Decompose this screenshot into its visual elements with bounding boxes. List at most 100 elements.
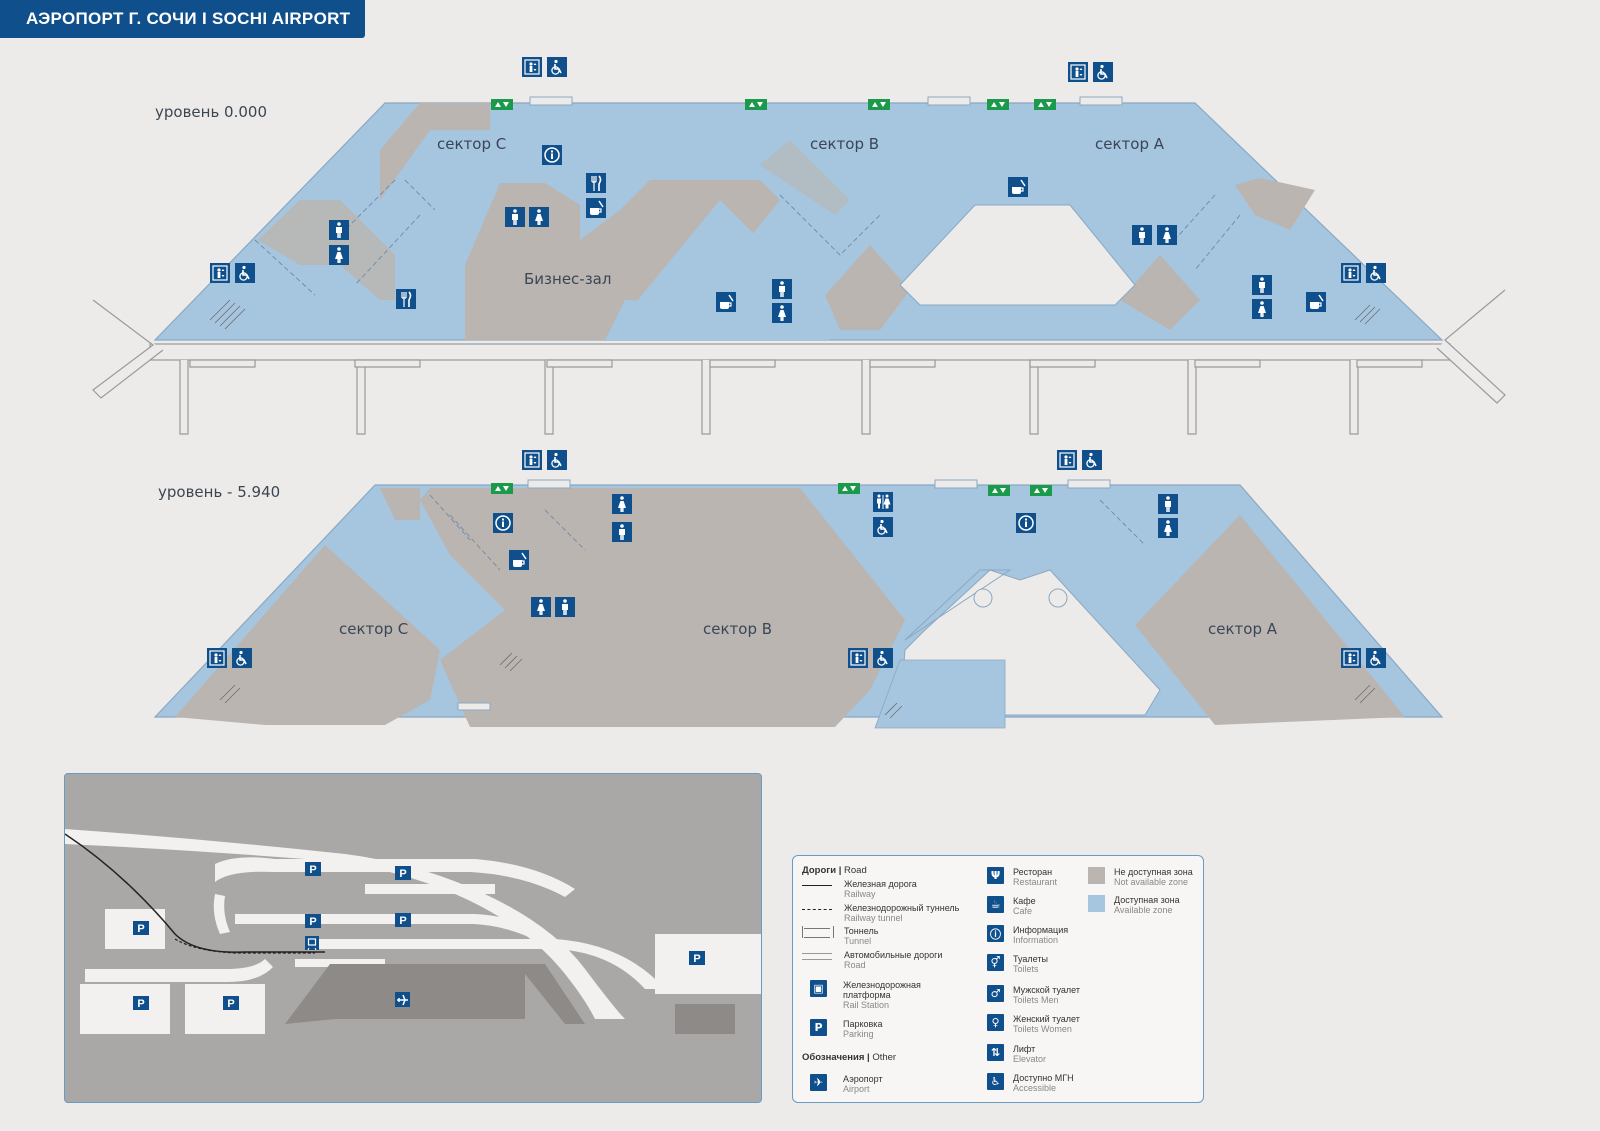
cafe-icon[interactable] xyxy=(508,549,530,571)
toilet-men-icon[interactable] xyxy=(612,522,632,542)
accessible-icon[interactable] xyxy=(1365,647,1387,669)
accessible-icon[interactable] xyxy=(231,647,253,669)
svg-text:P: P xyxy=(693,953,700,965)
lower-sector-b-area xyxy=(420,488,905,727)
cafe-icon[interactable] xyxy=(1305,291,1327,313)
upper-level-plan: сектор С сектор В сектор А Бизнес-зал xyxy=(92,56,1506,435)
lower-sector-b: сектор В xyxy=(703,620,772,638)
accessible-icon[interactable] xyxy=(546,56,568,78)
cafe-icon[interactable] xyxy=(1007,176,1029,198)
toilet-men-icon[interactable] xyxy=(329,220,349,240)
restaurant-icon[interactable] xyxy=(585,172,607,194)
toilet-women-icon[interactable] xyxy=(1158,518,1178,538)
toilet-women-icon[interactable] xyxy=(329,245,349,265)
available-swatch xyxy=(1088,895,1105,912)
exit-sign-icon xyxy=(838,483,860,494)
toilet-men-icon[interactable] xyxy=(1252,275,1272,295)
toilet-men-icon[interactable] xyxy=(555,597,575,617)
toilet-women-icon[interactable] xyxy=(529,207,549,227)
elevator-icon[interactable] xyxy=(847,647,869,669)
parking-icon: P xyxy=(395,866,411,880)
legend-other-heading: Обозначения | Other xyxy=(802,1052,897,1063)
svg-text:P: P xyxy=(227,998,234,1010)
exit-sign-icon xyxy=(491,483,513,494)
toilet-women-icon[interactable] xyxy=(612,494,632,514)
floor-plans: сектор С сектор В сектор А Бизнес-зал xyxy=(92,56,1506,729)
exit-sign-icon xyxy=(868,99,890,110)
rail-station-icon: ▣ xyxy=(810,980,827,997)
toilet-men-icon[interactable] xyxy=(1158,494,1178,514)
parking-icons: P P P P P P P P xyxy=(133,862,705,1010)
info-icon[interactable] xyxy=(1015,512,1037,534)
parking-icon: P xyxy=(133,996,149,1010)
lower-sector-a-area xyxy=(1135,515,1405,725)
location-map[interactable]: P P P P P P P P xyxy=(64,773,762,1103)
accessible-icon[interactable] xyxy=(1092,61,1114,83)
svg-text:P: P xyxy=(137,923,144,935)
toilet-women-icon[interactable] xyxy=(1157,225,1177,245)
toilet-women-icon: ♀ xyxy=(987,1014,1004,1031)
svg-text:P: P xyxy=(309,864,316,876)
elevator-icon[interactable] xyxy=(209,262,231,284)
toilet-women-icon[interactable] xyxy=(772,303,792,323)
elevator-icon[interactable] xyxy=(1340,647,1362,669)
accessible-icon: ♿ xyxy=(987,1073,1004,1090)
cafe-icon: ☕ xyxy=(987,896,1004,913)
toilet-women-icon[interactable] xyxy=(531,597,551,617)
toilet-men-icon[interactable] xyxy=(1132,225,1152,245)
elevator-icon: ⇅ xyxy=(987,1044,1004,1061)
accessible-icon[interactable] xyxy=(546,449,568,471)
exit-sign-icon xyxy=(987,99,1009,110)
lower-sector-c: сектор С xyxy=(339,620,408,638)
toilet-men-icon[interactable] xyxy=(772,279,792,299)
lower-level-plan: сектор С сектор В сектор А xyxy=(153,449,1444,729)
exit-sign-icon xyxy=(491,99,513,110)
toilet-women-icon[interactable] xyxy=(1252,299,1272,319)
toilets-icon[interactable] xyxy=(873,492,893,512)
airport-icon xyxy=(395,992,410,1007)
cafe-icon[interactable] xyxy=(585,197,607,219)
accessible-icon[interactable] xyxy=(234,262,256,284)
elevator-icon[interactable] xyxy=(1067,61,1089,83)
accessible-icon[interactable] xyxy=(872,647,894,669)
not-available-swatch xyxy=(1088,867,1105,884)
legend-roads-heading: Дороги | Road xyxy=(802,865,867,876)
upper-sector-c: сектор С xyxy=(437,135,506,153)
elevator-icon[interactable] xyxy=(521,56,543,78)
parking-icon: P xyxy=(689,951,705,965)
accessible-icon[interactable] xyxy=(1081,449,1103,471)
svg-text:P: P xyxy=(137,998,144,1010)
elevator-icon[interactable] xyxy=(1340,262,1362,284)
elevator-icon[interactable] xyxy=(521,449,543,471)
toilet-men-icon[interactable] xyxy=(505,207,525,227)
info-icon[interactable] xyxy=(541,144,563,166)
elevator-icon[interactable] xyxy=(206,647,228,669)
business-lounge-label: Бизнес-зал xyxy=(524,270,611,288)
restaurant-icon[interactable] xyxy=(395,288,417,310)
accessible-icon[interactable] xyxy=(1365,262,1387,284)
exit-sign-icon xyxy=(745,99,767,110)
upper-sector-a: сектор А xyxy=(1095,135,1165,153)
elevator-icon[interactable] xyxy=(1056,449,1078,471)
parking-icon: P xyxy=(133,921,149,935)
exit-sign-icon xyxy=(988,485,1010,496)
info-icon[interactable] xyxy=(492,512,514,534)
rail-station-icon xyxy=(305,936,319,951)
accessible-icon[interactable] xyxy=(872,516,894,538)
road-icon xyxy=(802,950,834,960)
parking-icon: P xyxy=(305,914,321,928)
upper-piers xyxy=(92,289,1506,435)
restaurant-icon: Ψ xyxy=(987,867,1004,884)
toilets-icon: ⚥ xyxy=(987,954,1004,971)
cafe-icon[interactable] xyxy=(715,291,737,313)
